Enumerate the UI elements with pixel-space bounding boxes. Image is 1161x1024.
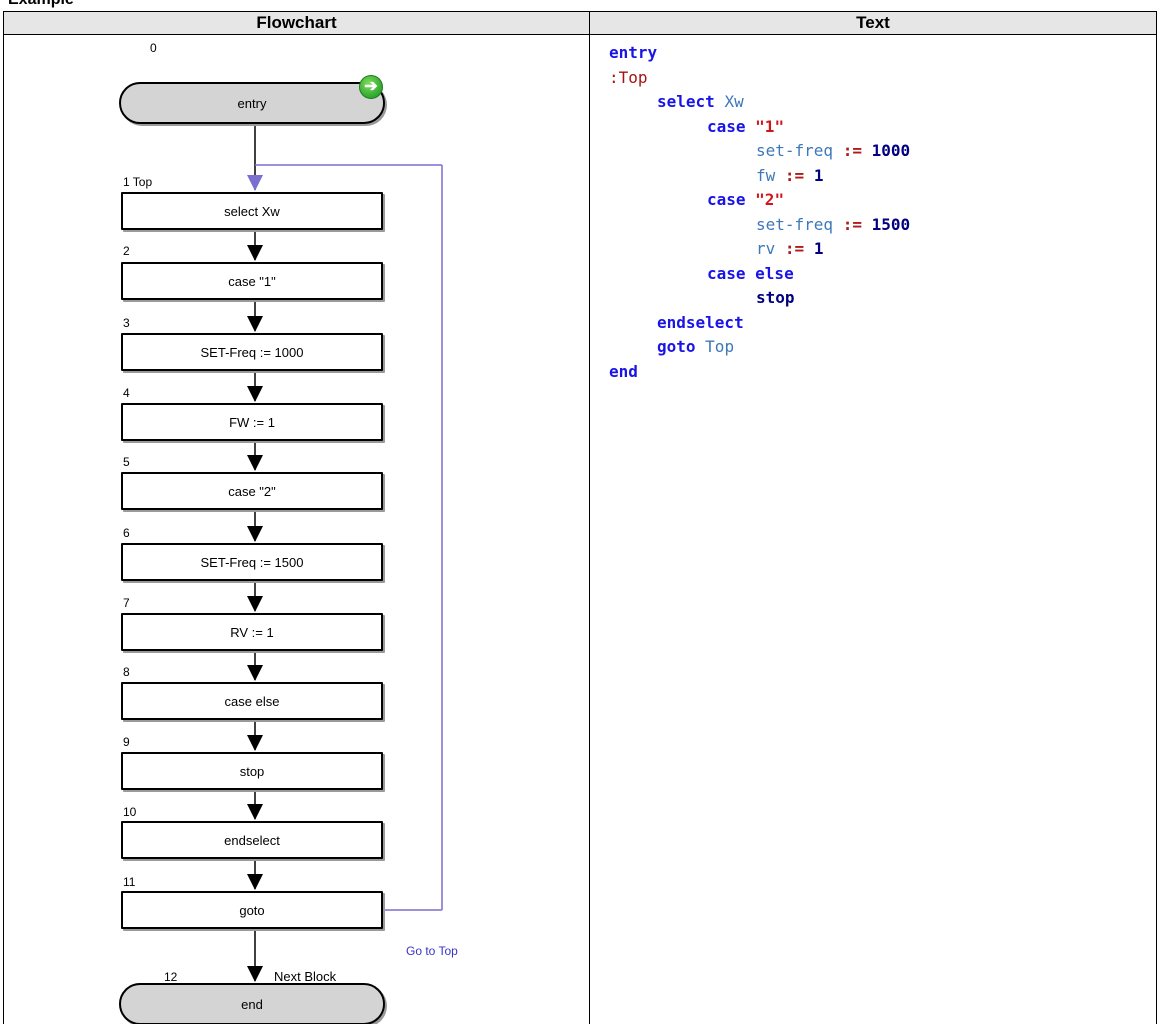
- code-line: rv := 1: [609, 237, 1156, 262]
- code-token: case: [707, 190, 746, 209]
- code-line: fw := 1: [609, 164, 1156, 189]
- connector-arrowhead: [247, 455, 263, 471]
- code-line: case "2": [609, 188, 1156, 213]
- block-number: 7: [123, 596, 130, 610]
- loop-arrowhead: [247, 175, 263, 191]
- flow-block-end[interactable]: end: [119, 983, 385, 1024]
- flow-block-goto[interactable]: goto: [121, 891, 383, 929]
- code-token: set-freq: [756, 141, 833, 160]
- header-text: Text: [590, 12, 1157, 35]
- code-token: 1500: [872, 215, 911, 234]
- code-line: goto Top: [609, 335, 1156, 360]
- code-token: endselect: [657, 313, 744, 332]
- flowchart: 0 entry ➔ 1 Top select Xw 2 case "1" 3 S…: [4, 35, 589, 1024]
- flow-block-case-1[interactable]: case "1": [121, 262, 383, 300]
- code-line: endselect: [609, 311, 1156, 336]
- code-token: :=: [843, 215, 862, 234]
- code-token: rv: [756, 239, 775, 258]
- flow-block-fw[interactable]: FW := 1: [121, 403, 383, 441]
- next-block-label: Next Block: [274, 969, 336, 984]
- code-line: case else: [609, 262, 1156, 287]
- block-number: 6: [123, 526, 130, 540]
- code-line: set-freq := 1500: [609, 213, 1156, 238]
- code-token: :Top: [609, 68, 648, 87]
- code-token: :=: [785, 166, 804, 185]
- code-token: 1000: [872, 141, 911, 160]
- flow-block-select[interactable]: select Xw: [121, 192, 383, 230]
- code-line: end: [609, 360, 1156, 385]
- code-token: goto: [657, 337, 696, 356]
- code-line: :Top: [609, 66, 1156, 91]
- connector-arrowhead: [247, 966, 263, 982]
- code-line: set-freq := 1000: [609, 139, 1156, 164]
- block-number: 1 Top: [123, 175, 152, 189]
- code-token: "1": [755, 117, 784, 136]
- goto-top-label: Go to Top: [406, 944, 458, 958]
- connector-arrowhead: [247, 596, 263, 612]
- code-token: entry: [609, 43, 657, 62]
- green-arrow-start-icon[interactable]: ➔: [359, 75, 383, 99]
- code-token: case: [707, 117, 746, 136]
- flow-block-set-freq-1500[interactable]: SET-Freq := 1500: [121, 543, 383, 581]
- connector-arrowhead: [247, 386, 263, 402]
- code-line: case "1": [609, 115, 1156, 140]
- flow-block-set-freq-1000[interactable]: SET-Freq := 1000: [121, 333, 383, 371]
- flowchart-connectors: [4, 35, 589, 1024]
- block-number: 5: [123, 455, 130, 469]
- flow-block-entry[interactable]: entry: [119, 82, 385, 124]
- code-token: 1: [814, 166, 824, 185]
- connector-arrowhead: [247, 735, 263, 751]
- flow-block-stop[interactable]: stop: [121, 752, 383, 790]
- block-number: 10: [123, 805, 136, 819]
- code-token: end: [609, 362, 638, 381]
- connector-arrowhead: [247, 874, 263, 890]
- code-token: :=: [843, 141, 862, 160]
- connector-arrowhead: [247, 526, 263, 542]
- flow-block-endselect[interactable]: endselect: [121, 821, 383, 859]
- block-number: 3: [123, 316, 130, 330]
- code-token: select: [657, 92, 715, 111]
- code-token: Top: [705, 337, 734, 356]
- code-line: stop: [609, 286, 1156, 311]
- flow-block-case-else[interactable]: case else: [121, 682, 383, 720]
- block-number: 9: [123, 735, 130, 749]
- flowchart-cell: 0 entry ➔ 1 Top select Xw 2 case "1" 3 S…: [4, 35, 590, 1024]
- code-token: set-freq: [756, 215, 833, 234]
- code-line: entry: [609, 41, 1156, 66]
- block-number: 11: [123, 875, 135, 889]
- code-token: fw: [756, 166, 775, 185]
- connector-arrowhead: [247, 804, 263, 820]
- code-token: case else: [707, 264, 794, 283]
- code-line: select Xw: [609, 90, 1156, 115]
- header-flowchart: Flowchart: [4, 12, 590, 35]
- block-number: 12: [164, 970, 177, 984]
- text-cell: entry :Top select Xw case "1" set-freq :…: [590, 35, 1157, 1024]
- block-number: 2: [123, 244, 130, 258]
- code-token: Xw: [724, 92, 743, 111]
- example-caption: Example: [8, 0, 74, 9]
- flow-block-case-2[interactable]: case "2": [121, 472, 383, 510]
- flow-block-rv[interactable]: RV := 1: [121, 613, 383, 651]
- block-number: 8: [123, 665, 130, 679]
- code-token: "2": [755, 190, 784, 209]
- block-number: 4: [123, 386, 130, 400]
- connector-arrowhead: [247, 245, 263, 261]
- code-token: :=: [785, 239, 804, 258]
- block-number: 0: [150, 41, 157, 55]
- code-token: stop: [756, 288, 795, 307]
- code-listing: entry :Top select Xw case "1" set-freq :…: [590, 35, 1156, 384]
- example-table: Flowchart Text 0 entry ➔ 1 Top select Xw…: [3, 11, 1157, 1024]
- connector-arrowhead: [247, 316, 263, 332]
- connector-arrowhead: [247, 665, 263, 681]
- code-token: 1: [814, 239, 824, 258]
